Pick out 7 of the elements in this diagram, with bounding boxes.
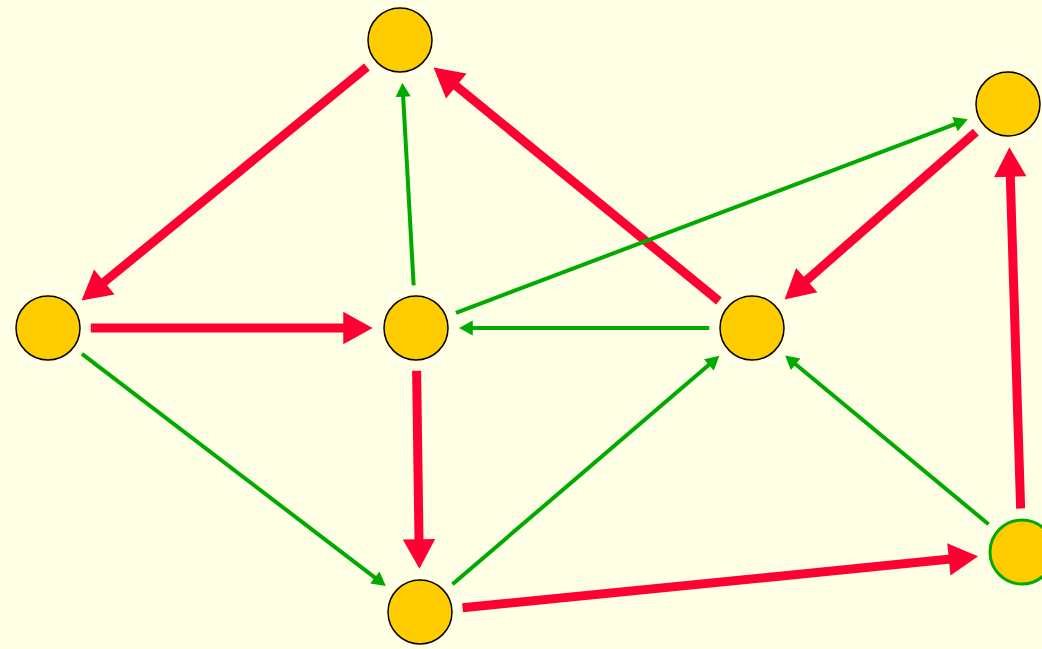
circle-node: [975, 71, 1041, 137]
circle-node: [383, 295, 449, 361]
circle-node: [15, 295, 81, 361]
circle-node: [988, 518, 1042, 586]
circle-node: [719, 295, 785, 361]
circle-node: [387, 579, 453, 645]
circle-node: [367, 7, 433, 73]
